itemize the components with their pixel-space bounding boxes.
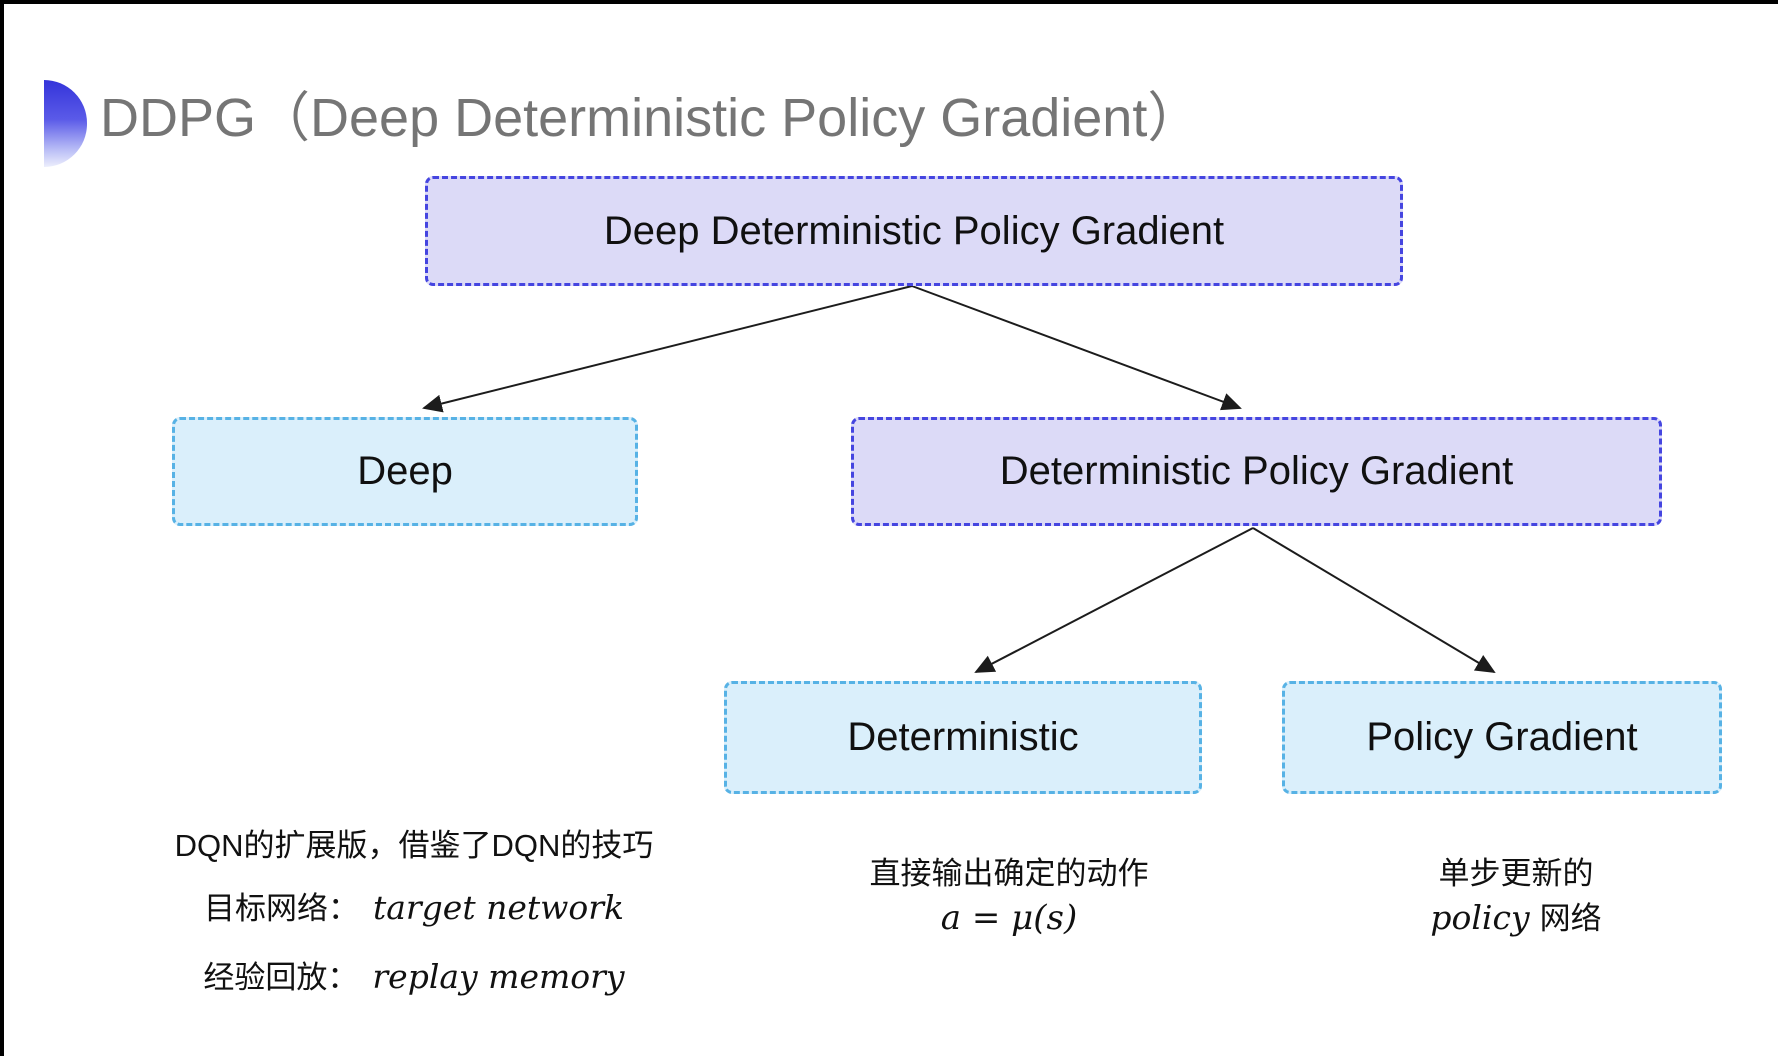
note-deep-line3-value: replay memory <box>372 957 625 996</box>
note-deep-line3-label: 经验回放： <box>203 960 359 995</box>
note-deterministic: 直接输出确定的动作 a = μ(s) <box>854 852 1164 940</box>
note-deep-line2-value: target network <box>372 888 625 927</box>
note-deterministic-formula: a = μ(s) <box>940 898 1078 938</box>
note-policy-gradient-line1: 单步更新的 <box>1438 856 1594 891</box>
node-deep-deterministic-policy-gradient: Deep Deterministic Policy Gradient <box>425 176 1403 286</box>
note-deterministic-line1: 直接输出确定的动作 <box>869 856 1149 891</box>
node-deterministic: Deterministic <box>724 681 1202 794</box>
note-deep-line2: 目标网络： target network <box>114 886 714 937</box>
frame-top-border <box>0 0 1778 4</box>
frame-left-border <box>0 0 4 1056</box>
note-deep: DQN的扩展版，借鉴了DQN的技巧 目标网络： target network 经验… <box>114 824 714 1024</box>
node-label: Deterministic Policy Gradient <box>999 449 1514 493</box>
edge-root-to-dpg <box>911 285 1242 411</box>
edge-dpg-to-policy-gradient <box>1252 527 1496 674</box>
edge-root-to-deep <box>422 285 913 413</box>
note-policy-gradient: 单步更新的 policy 网络 <box>1361 852 1671 947</box>
note-policy-gradient-line2: policy 网络 <box>1361 896 1671 947</box>
note-policy-gradient-line2-italic: policy <box>1430 898 1530 937</box>
page-title: DDPG（Deep Deterministic Policy Gradient） <box>100 88 1202 148</box>
note-policy-gradient-line2-rest: 网络 <box>1539 901 1602 936</box>
note-deep-line1: DQN的扩展版，借鉴了DQN的技巧 <box>174 828 654 863</box>
node-label: Deterministic <box>847 715 1079 759</box>
note-deep-line3: 经验回放： replay memory <box>114 955 714 1006</box>
edge-dpg-to-deterministic <box>974 527 1254 673</box>
node-policy-gradient: Policy Gradient <box>1282 681 1722 794</box>
node-label: Deep <box>357 449 453 493</box>
node-deterministic-policy-gradient: Deterministic Policy Gradient <box>851 417 1662 526</box>
node-deep: Deep <box>172 417 638 526</box>
node-label: Deep Deterministic Policy Gradient <box>603 208 1225 253</box>
note-deep-line2-label: 目标网络： <box>203 891 359 926</box>
node-label: Policy Gradient <box>1366 715 1638 759</box>
title-bullet-icon <box>44 80 87 167</box>
